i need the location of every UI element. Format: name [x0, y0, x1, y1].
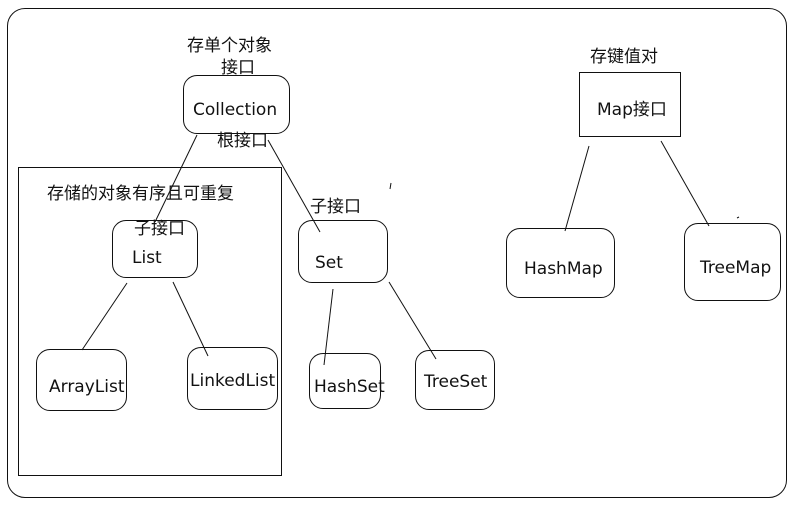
hashmap-label: HashMap	[524, 259, 603, 279]
collection-caption-line1: 存单个对象	[187, 36, 272, 56]
treeset-label: TreeSet	[424, 372, 488, 392]
map-label: Map接口	[597, 100, 667, 120]
edge-map-hashmap	[564, 145, 590, 232]
stray-mark	[389, 182, 392, 190]
set-label: Set	[315, 253, 343, 273]
list-label: List	[132, 248, 162, 268]
list-node[interactable]: List	[112, 220, 198, 278]
list-group-caption: 存储的对象有序且可重复	[47, 184, 234, 204]
stray-mark	[736, 216, 740, 219]
list-caption: 子接口	[134, 219, 185, 239]
collection-node[interactable]: Collection	[183, 75, 290, 134]
outer-frame	[7, 8, 787, 498]
arraylist-node[interactable]: ArrayList	[36, 349, 127, 411]
collection-caption-line2: 接口	[221, 58, 255, 78]
set-node[interactable]: Set	[298, 220, 388, 283]
collection-label: Collection	[193, 100, 278, 120]
edge-set-hashset	[323, 288, 334, 366]
collection-caption-bottom: 根接口	[217, 131, 268, 151]
hashset-label: HashSet	[314, 377, 385, 397]
hashmap-node[interactable]: HashMap	[506, 228, 615, 298]
edge-list-linkedlist	[172, 281, 209, 357]
edge-collection-list	[154, 134, 198, 223]
list-group-box	[18, 167, 282, 476]
linkedlist-node[interactable]: LinkedList	[187, 347, 278, 410]
set-caption: 子接口	[310, 197, 361, 217]
treeset-node[interactable]: TreeSet	[415, 350, 495, 410]
edge-set-treeset	[388, 281, 437, 360]
hashset-node[interactable]: HashSet	[309, 353, 385, 409]
treemap-label: TreeMap	[700, 258, 772, 278]
edge-map-treemap	[660, 140, 710, 227]
map-caption: 存键值对	[590, 47, 658, 67]
map-node[interactable]: Map接口	[579, 72, 681, 137]
treemap-node[interactable]: TreeMap	[684, 223, 781, 301]
edge-list-arraylist	[81, 282, 128, 351]
linkedlist-label: LinkedList	[190, 371, 276, 391]
edge-collection-set	[267, 139, 321, 233]
arraylist-label: ArrayList	[49, 377, 125, 397]
